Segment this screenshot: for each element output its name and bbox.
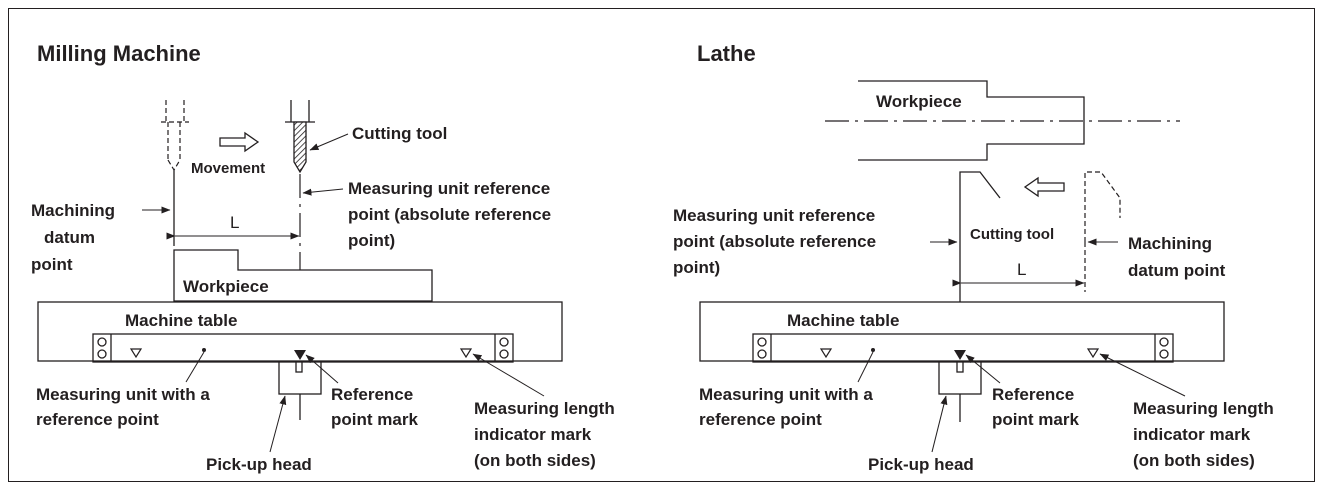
lathe-indicator-leader (1099, 353, 1186, 397)
lathe-pickup-leader (931, 395, 948, 453)
lathe-title: Lathe (697, 41, 756, 66)
unit-leader (185, 351, 205, 383)
lathe-dashed-tool-icon (1084, 171, 1121, 242)
lathe-indicator-label-3: (on both sides) (1133, 451, 1255, 470)
milling-unit-label-1: Measuring unit with a (36, 385, 210, 404)
lathe-indicator-right-icon (1086, 348, 1100, 359)
lathe-mark-label-2: point mark (992, 410, 1079, 429)
milling-mark-label-1: Reference (331, 385, 413, 404)
milling-mark-label-2: point mark (331, 410, 418, 429)
lathe-table-label: Machine table (787, 311, 899, 330)
ref-mark-leader (305, 354, 339, 384)
pickup-leader (269, 395, 287, 453)
milling-unit-label-2: reference point (36, 410, 159, 429)
milling-datum-label-2: datum (44, 228, 95, 247)
lathe-unit-label-2: reference point (699, 410, 822, 429)
mounting-hole-icon (97, 337, 107, 347)
milling-datum-label-1: Machining (31, 201, 115, 220)
milling-indicator-label-3: (on both sides) (474, 451, 596, 470)
milling-pickup-label: Pick-up head (206, 455, 312, 474)
lathe-ref-label-2: point (absolute reference (673, 232, 876, 251)
lathe-indicator-label-2: indicator mark (1133, 425, 1251, 444)
lathe-length-label: L (1017, 260, 1026, 279)
reference-mark-icon (294, 350, 306, 360)
cutting-tool-leader (309, 133, 349, 151)
lathe-datum-label-2: datum point (1128, 261, 1226, 280)
milling-title: Milling Machine (37, 41, 201, 66)
lathe-indicator-left-icon (819, 348, 833, 359)
lathe-ref-label-3: point) (673, 258, 720, 277)
milling-length-label: L (230, 213, 239, 232)
lathe-pickup-label: Pick-up head (868, 455, 974, 474)
milling-table-label: Machine table (125, 311, 237, 330)
lathe-indicator-label-1: Measuring length (1133, 399, 1274, 418)
diagram-frame (8, 8, 1315, 482)
lathe-cutting-tool-icon (959, 171, 1001, 219)
milling-indicator-label-2: indicator mark (474, 425, 592, 444)
lathe-ref-mark-leader (965, 354, 1001, 384)
milling-movement-label: Movement (191, 160, 265, 177)
milling-indicator-label-1: Measuring length (474, 399, 615, 418)
lathe-cutting-tool-label: Cutting tool (970, 226, 1054, 243)
lathe-workpiece-label: Workpiece (876, 92, 962, 111)
lathe-reference-mark-icon (954, 350, 966, 360)
milling-ref-label-1: Measuring unit reference (348, 179, 550, 198)
milling-datum-label-3: point (31, 255, 73, 274)
milling-workpiece-label: Workpiece (183, 277, 269, 296)
milling-ref-label-3: point) (348, 231, 395, 250)
lathe-unit-label-1: Measuring unit with a (699, 385, 873, 404)
lathe-ref-label-1: Measuring unit reference (673, 206, 875, 225)
indicator-leader (472, 353, 545, 397)
milling-workpiece (173, 249, 433, 302)
movement-arrow-icon (219, 131, 260, 153)
lathe-datum-label-1: Machining (1128, 234, 1212, 253)
milling-ref-label-2: point (absolute reference (348, 205, 551, 224)
milling-machine-panel: Milling Machine Movement Cutting tool (31, 41, 615, 474)
indicator-mark-left-icon (129, 348, 143, 359)
lathe-panel: Lathe Workpiece Measuring unit reference… (673, 41, 1274, 474)
lathe-mark-label-1: Reference (992, 385, 1074, 404)
lathe-movement-arrow-icon (1023, 176, 1065, 198)
lathe-workpiece (858, 80, 1085, 161)
dashed-tool-icon (161, 100, 189, 172)
milling-cutting-tool-label: Cutting tool (352, 124, 447, 143)
cutting-tool-icon (285, 100, 315, 174)
lathe-unit-leader (857, 351, 874, 383)
indicator-mark-right-icon (459, 348, 473, 359)
ref-point-leader (302, 188, 344, 196)
